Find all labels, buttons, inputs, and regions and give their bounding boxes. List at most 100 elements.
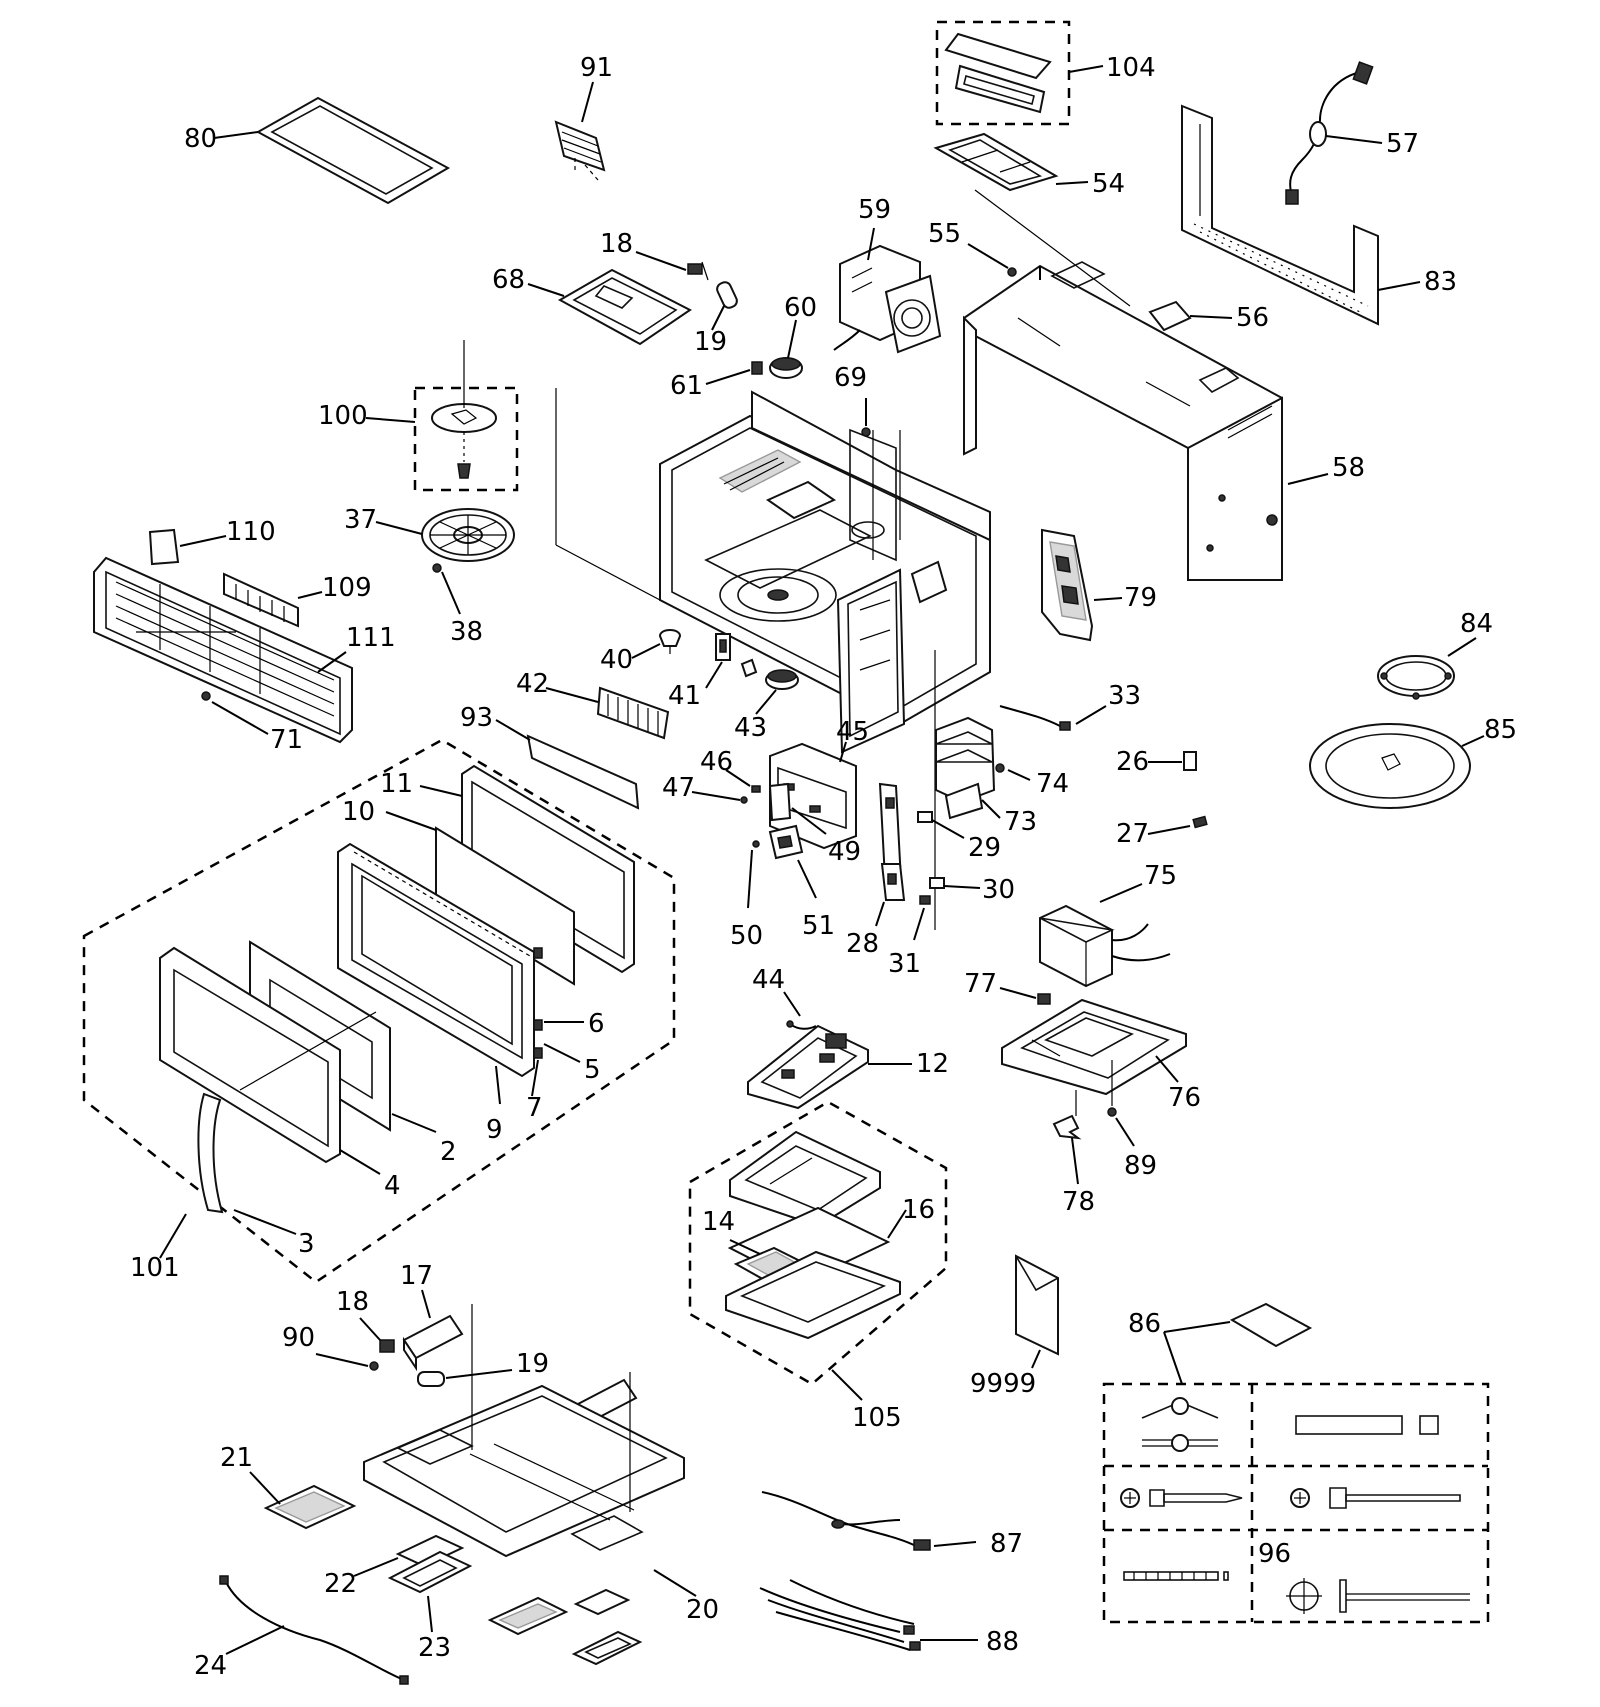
- part-85-glass-tray: [1309, 723, 1485, 809]
- callout-78: 78: [1062, 1187, 1095, 1217]
- callout-74: 74: [1036, 769, 1069, 799]
- callout-46: 46: [700, 747, 733, 777]
- callout-19-top: 19: [694, 327, 727, 357]
- part-54-damper: [933, 132, 1131, 307]
- part-46-connector: [725, 769, 761, 793]
- part-110-bracket: [148, 528, 227, 566]
- callout-26: 26: [1116, 747, 1149, 777]
- callout-91: 91: [580, 53, 613, 83]
- callout-33: 33: [1108, 681, 1141, 711]
- callout-19-bottom: 19: [516, 1349, 549, 1379]
- part-44-connector: [783, 991, 817, 1030]
- callout-10: 10: [342, 797, 375, 827]
- callout-75: 75: [1144, 861, 1177, 891]
- callout-44: 44: [752, 965, 785, 995]
- callout-59: 59: [858, 195, 891, 225]
- callout-111: 111: [346, 623, 396, 653]
- part-86-bag: [1163, 1302, 1313, 1385]
- callout-54: 54: [1092, 169, 1125, 199]
- callout-17: 17: [400, 1261, 433, 1291]
- part-29-switch: [917, 811, 965, 839]
- callout-51: 51: [802, 911, 835, 941]
- callout-9: 9: [486, 1115, 503, 1145]
- callout-16: 16: [902, 1195, 935, 1225]
- callout-18-bottom: 18: [336, 1287, 369, 1317]
- callout-58: 58: [1332, 453, 1365, 483]
- callout-85: 85: [1484, 715, 1517, 745]
- part-22-pad: [353, 1534, 465, 1577]
- callout-84: 84: [1460, 609, 1493, 639]
- callout-55: 55: [928, 219, 961, 249]
- callout-49: 49: [828, 837, 861, 867]
- part-33-harness: [999, 705, 1107, 731]
- part-83-bracket: [1181, 104, 1421, 326]
- callout-20: 20: [686, 1595, 719, 1625]
- callout-5: 5: [584, 1055, 601, 1085]
- callout-93: 93: [460, 703, 493, 733]
- part-105-tray: [729, 1130, 881, 1228]
- part-37-roller: [375, 508, 515, 615]
- part-24-harness: [219, 1575, 409, 1685]
- callout-27: 27: [1116, 819, 1149, 849]
- callout-24: 24: [194, 1651, 227, 1681]
- part-17-light-housing: [402, 1289, 464, 1372]
- part-93-label: [495, 719, 640, 810]
- part-7-spring: [531, 1059, 539, 1097]
- callout-labels: 80 91 104 57 54 59 18 55 68 83 60 56 19 …: [130, 53, 1517, 1681]
- callout-83: 83: [1424, 267, 1457, 297]
- callout-28: 28: [846, 929, 879, 959]
- callout-88: 88: [986, 1627, 1019, 1657]
- part-23-second-frame: [487, 1588, 643, 1666]
- callout-100: 100: [318, 401, 368, 431]
- callout-47: 47: [662, 773, 695, 803]
- part-42-vent: [545, 686, 670, 740]
- callout-6: 6: [588, 1009, 605, 1039]
- part-26-fuse-holder: [1148, 751, 1197, 771]
- part-12-control-board: [747, 1024, 912, 1110]
- part-76-base-plate: [1001, 998, 1187, 1096]
- callout-104: 104: [1106, 53, 1156, 83]
- callout-7: 7: [526, 1093, 543, 1123]
- callout-86: 86: [1128, 1309, 1161, 1339]
- part-21-filter: [249, 1471, 357, 1530]
- callout-21: 21: [220, 1443, 253, 1473]
- part-104-box: [935, 20, 1071, 126]
- callout-101: 101: [130, 1253, 180, 1283]
- callout-50: 50: [730, 921, 763, 951]
- part-58-outer-case: [963, 261, 1329, 581]
- part-55-screw: [967, 243, 1017, 277]
- part-60-thermostat: [769, 319, 803, 379]
- part-5-hook: [543, 1043, 581, 1063]
- part-109-filter: [223, 572, 323, 628]
- callout-4: 4: [384, 1171, 401, 1201]
- callout-40: 40: [600, 645, 633, 675]
- part-87-harness: [761, 1491, 977, 1551]
- callout-2: 2: [440, 1137, 457, 1167]
- callout-37: 37: [344, 505, 377, 535]
- part-57-cord: [1285, 61, 1383, 205]
- part-10-screen: [385, 811, 575, 986]
- callout-11: 11: [380, 769, 413, 799]
- callout-41: 41: [668, 681, 701, 711]
- part-75-transformer: [1039, 883, 1171, 988]
- callout-73: 73: [1004, 807, 1037, 837]
- callout-90: 90: [282, 1323, 315, 1353]
- callout-89: 89: [1124, 1151, 1157, 1181]
- part-45-board: [769, 741, 857, 850]
- part-23-frame: [387, 1550, 473, 1633]
- callout-42: 42: [516, 669, 549, 699]
- part-47-screw: [691, 791, 748, 804]
- callout-43: 43: [734, 713, 767, 743]
- part-90-screw: [315, 1353, 379, 1371]
- part-77-clip: [999, 987, 1051, 1005]
- callout-3: 3: [298, 1229, 315, 1259]
- callout-69: 69: [834, 363, 867, 393]
- callout-87: 87: [990, 1529, 1023, 1559]
- part-9999-manual: [1015, 1254, 1059, 1369]
- part-74-screw: [995, 763, 1031, 781]
- part-69-screw: [861, 398, 871, 437]
- callout-76: 76: [1168, 1083, 1201, 1113]
- part-100-tray-support: [365, 340, 497, 479]
- callout-110: 110: [226, 517, 276, 547]
- part-61-switch: [705, 361, 763, 385]
